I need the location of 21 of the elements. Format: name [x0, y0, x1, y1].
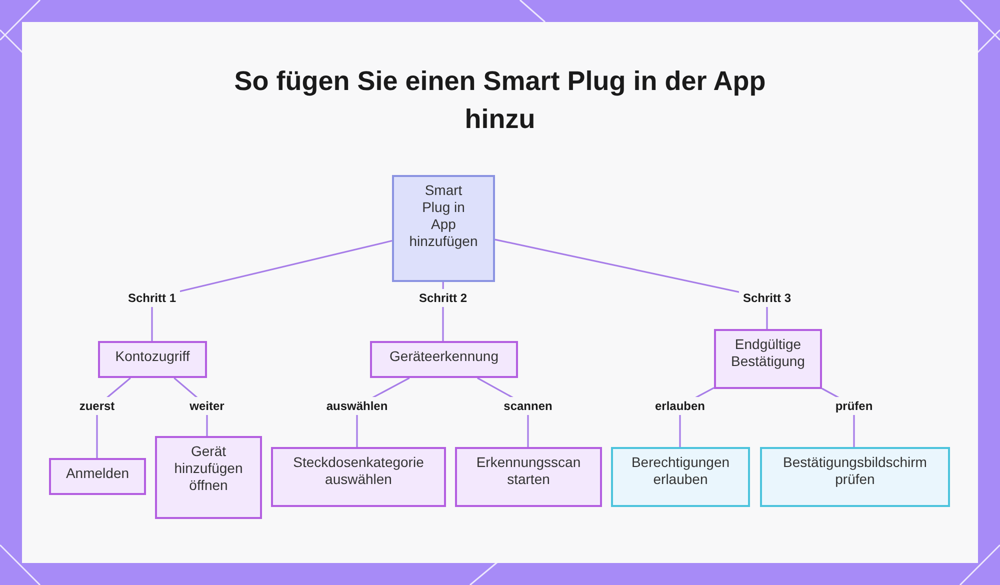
- process-box: [155, 436, 262, 519]
- node-label: Bestätigungsbildschirm prüfen: [782, 454, 928, 488]
- process-box: [392, 175, 495, 282]
- process-box: [370, 341, 518, 378]
- node-label: Steckdosenkategorie auswählen: [292, 454, 425, 488]
- node-label: Erkennungsscan starten: [475, 454, 582, 488]
- node-label: Berechtigungen erlauben: [630, 454, 731, 488]
- node-label: Kontozugriff: [115, 348, 190, 365]
- process-box: [760, 447, 950, 507]
- process-box: [271, 447, 446, 507]
- process-box: [714, 329, 822, 389]
- process-box: [49, 458, 146, 495]
- node-label: Endgültige Bestätigung: [730, 336, 806, 370]
- node-label: Smart Plug in App hinzufügen: [409, 182, 478, 250]
- process-box: [455, 447, 602, 507]
- title: So fügen Sie einen Smart Plug in der App hinzu: [233, 65, 767, 136]
- node-label: Gerät hinzufügen öffnen: [173, 443, 244, 494]
- node-label: Anmelden: [66, 465, 130, 482]
- process-box: [98, 341, 207, 378]
- node-label: Geräteerkennung: [390, 348, 498, 365]
- process-box: [611, 447, 750, 507]
